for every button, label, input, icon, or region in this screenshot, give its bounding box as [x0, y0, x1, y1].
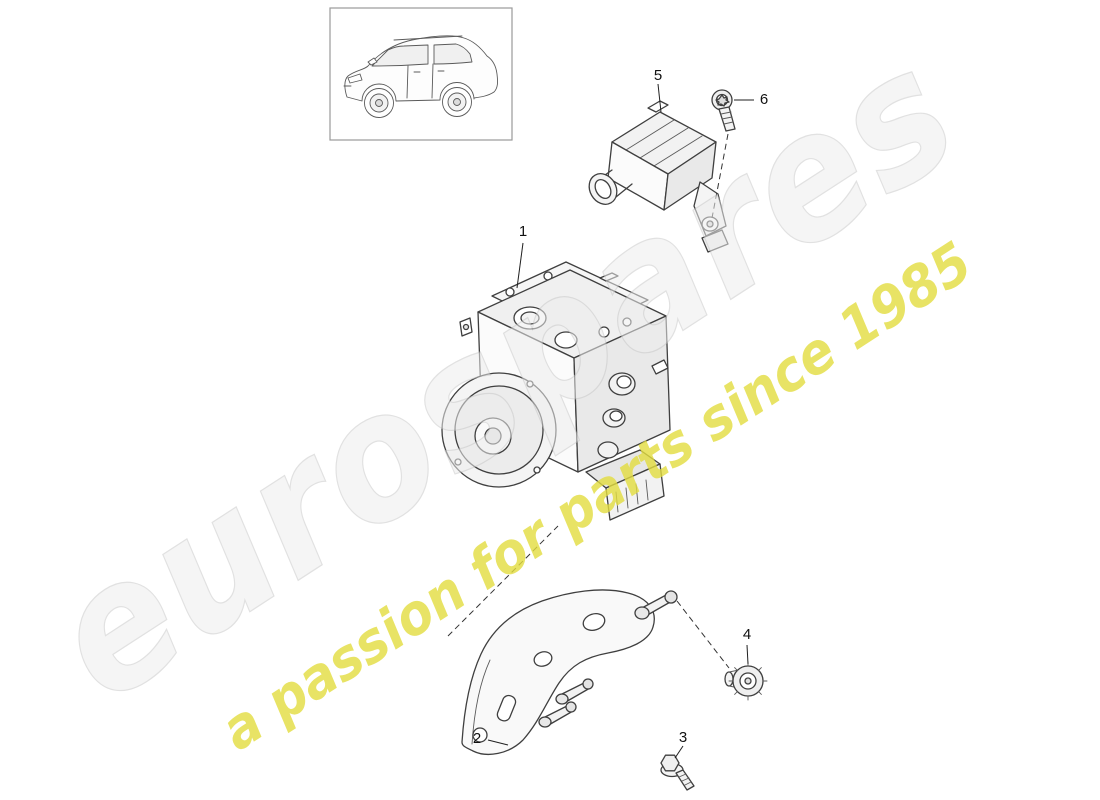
callout-5[interactable]: 5: [654, 67, 662, 84]
vehicle-side-view-drawing: [343, 35, 498, 118]
vehicle-thumbnail: [329, 7, 513, 141]
leader-line-1: [516, 242, 524, 289]
leader-line-2: [487, 739, 509, 746]
leader-line-4: [746, 644, 749, 665]
leader-line-5: [657, 83, 662, 113]
sensor-unit-illustration: [588, 100, 729, 253]
callout-6[interactable]: 6: [760, 91, 768, 108]
assembly-line-stud-grommet: [676, 600, 730, 669]
bolt-illustration: [660, 754, 695, 791]
grommet-illustration: [724, 661, 768, 701]
leader-lines: [447, 83, 754, 759]
callout-1[interactable]: 1: [519, 223, 527, 240]
bracket-illustration: [461, 589, 678, 755]
callout-4[interactable]: 4: [743, 626, 751, 643]
assembly-line-unit-bracket: [447, 525, 559, 637]
assembly-line-screw-sensor: [711, 133, 729, 219]
callout-2[interactable]: 2: [473, 730, 481, 747]
callouts: 1 2 3 4 5 6: [473, 67, 768, 747]
callout-3[interactable]: 3: [679, 729, 687, 746]
leader-line-3: [674, 745, 684, 759]
screw-illustration: [711, 89, 736, 132]
hydraulic-unit-illustration: [441, 261, 671, 521]
